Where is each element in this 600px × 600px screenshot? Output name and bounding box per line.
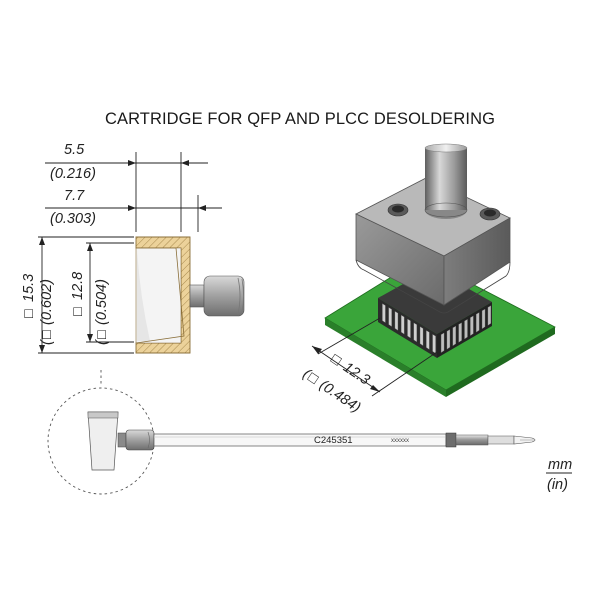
cartridge-full-view	[47, 370, 536, 495]
dim-depth-total-in: (0.303)	[50, 211, 96, 227]
units-legend: mm (in)	[546, 457, 572, 493]
tip-section-view	[38, 152, 245, 354]
tip-shaft-cylinder	[424, 143, 468, 219]
chip-lead	[446, 329, 451, 350]
svg-text:(: (	[39, 338, 55, 345]
outer-square-symbol-in: □	[39, 330, 55, 339]
chip-lead	[476, 312, 480, 333]
chip-lead	[464, 319, 468, 340]
dim-outer-square-mm: 15.3	[21, 274, 37, 302]
inner-square-symbol: □	[70, 307, 86, 316]
part-number: C245351	[314, 435, 353, 446]
chip-lead	[413, 322, 417, 343]
chip-lead	[419, 326, 424, 346]
dim-depth-outer-mm: 5.5	[64, 142, 85, 158]
unit-primary: mm	[548, 457, 572, 473]
chip-lead	[432, 334, 436, 354]
chip-lead	[458, 322, 462, 343]
dim-inner-square-in: (0.504)	[94, 279, 110, 325]
chip-lead	[481, 308, 486, 330]
chip-lead	[487, 305, 492, 326]
outer-square-symbol: □	[21, 309, 37, 318]
page-title: CARTRIDGE FOR QFP AND PLCC DESOLDERING	[104, 110, 496, 128]
chip-lead	[388, 307, 392, 327]
chip-lead	[440, 332, 445, 353]
chip-lead	[470, 315, 474, 336]
chip-dimension	[311, 317, 438, 397]
chip-lead	[401, 314, 405, 335]
svg-text:(: (	[94, 338, 110, 345]
chip-lead	[452, 325, 456, 347]
chip-lead	[394, 311, 399, 331]
chip-lead	[407, 318, 411, 339]
chip-lead	[382, 303, 386, 323]
part-marking: xxxxxx	[391, 438, 409, 444]
inner-square-symbol-in: □	[94, 330, 110, 339]
unit-secondary: (in)	[547, 477, 568, 493]
dim-inner-square-mm: 12.8	[70, 272, 86, 300]
chip-lead	[426, 330, 430, 350]
dim-depth-outer-in: (0.216)	[50, 166, 96, 182]
dim-outer-square-in: (0.602)	[39, 279, 55, 325]
dim-depth-total-mm: 7.7	[64, 188, 85, 204]
